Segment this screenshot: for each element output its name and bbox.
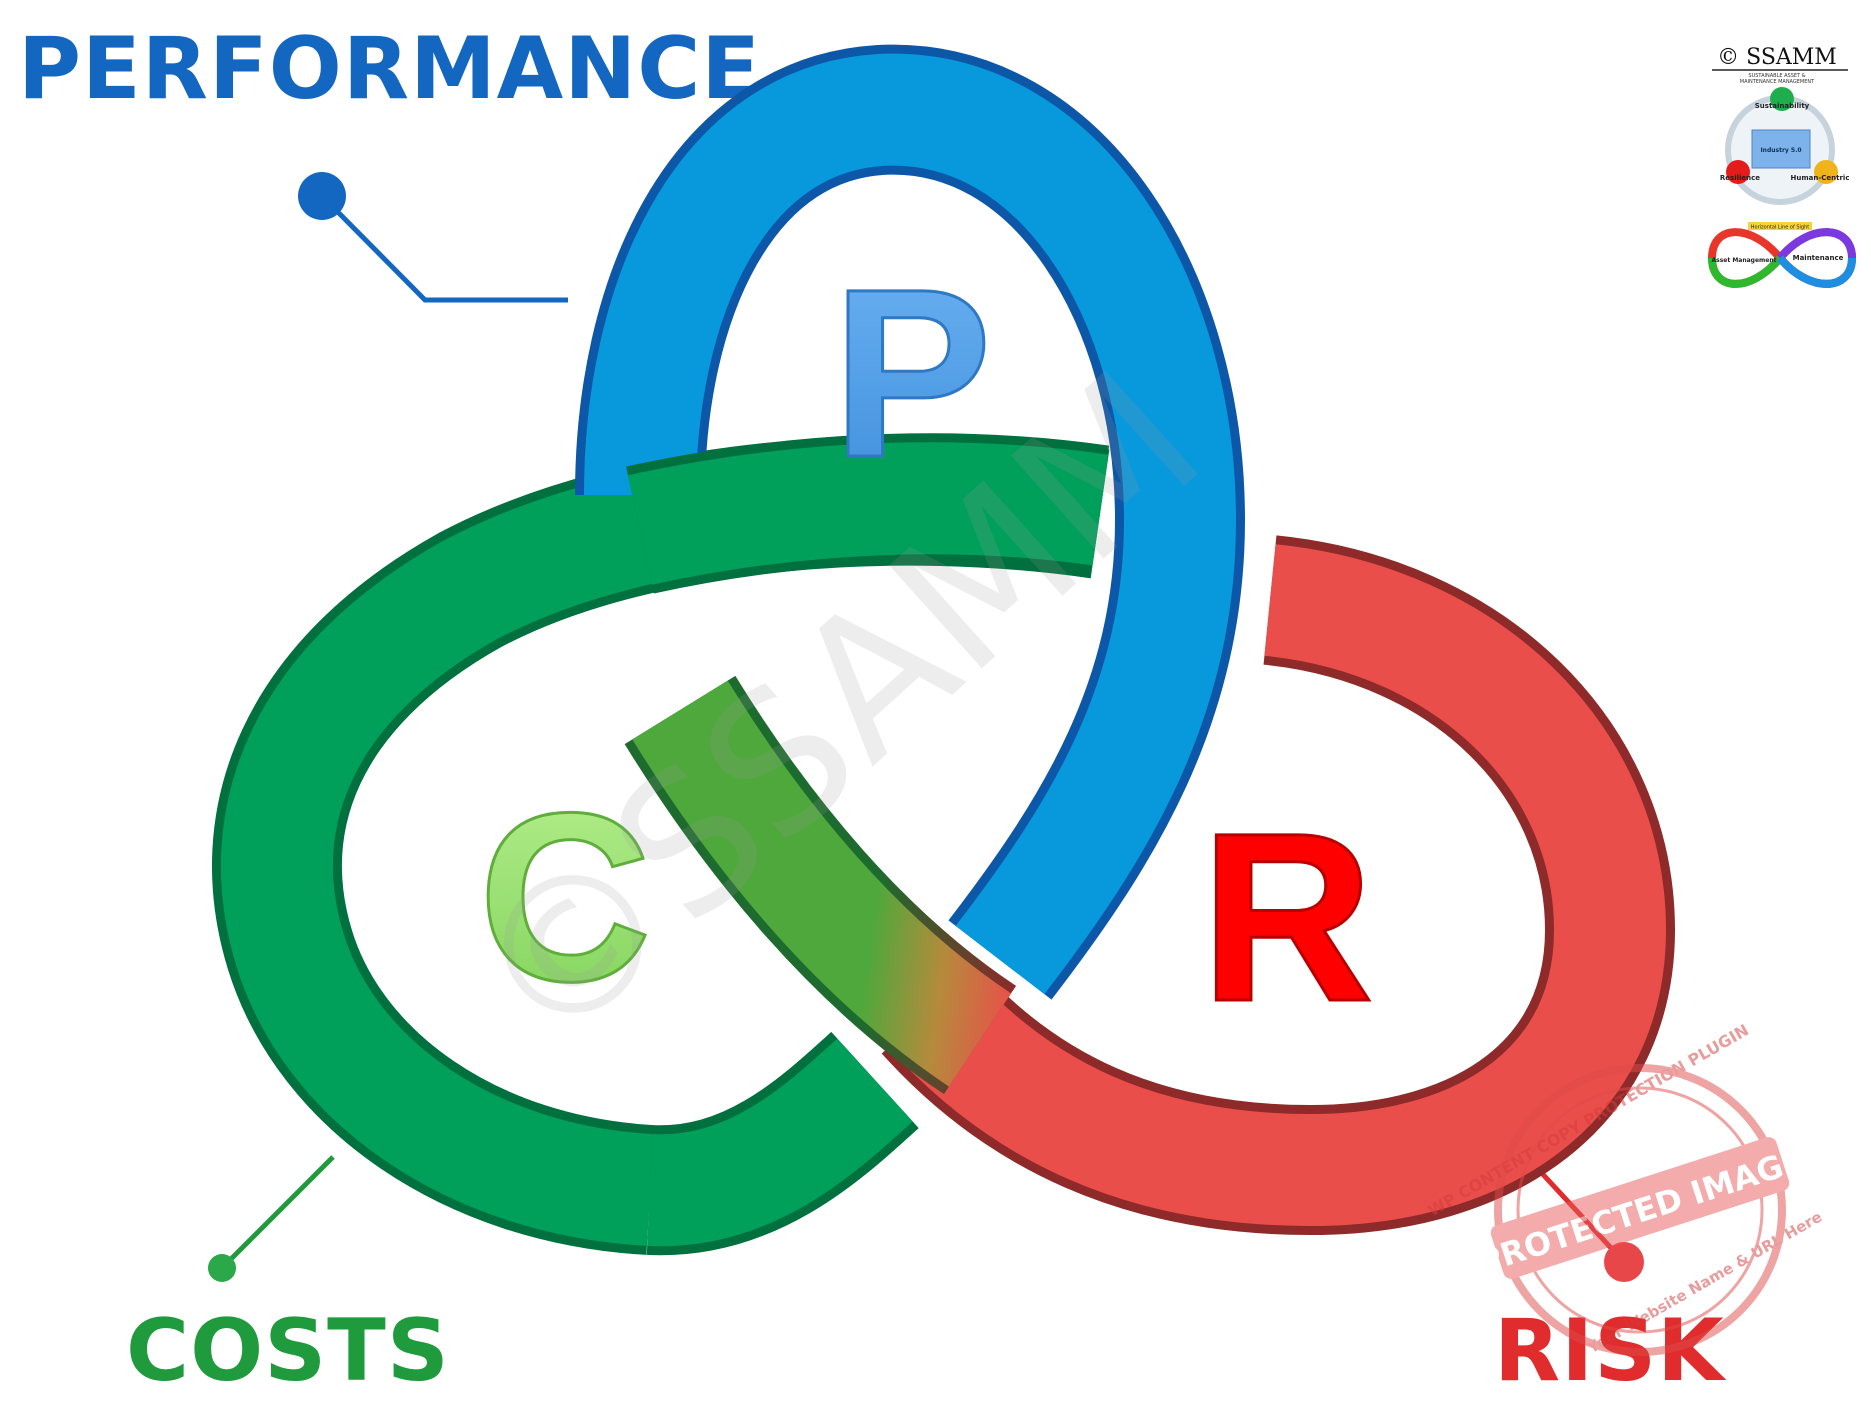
logo-infinity-icon — [1707, 228, 1857, 288]
costs-band-top — [626, 433, 1110, 594]
logo-horizontal: Horizontal Line of Sight — [1751, 225, 1809, 231]
crossing-band — [624, 675, 1017, 1095]
logo-title: © SSAMM — [1717, 45, 1837, 70]
logo-maintenance: Maintenance — [1793, 254, 1844, 262]
performance-connector — [298, 172, 568, 303]
costs-connector — [208, 1155, 335, 1282]
letter-p: P — [832, 239, 992, 507]
costs-label: COSTS — [126, 1301, 450, 1401]
logo-industry: Industry 5.0 — [1760, 147, 1801, 154]
ssamm-logo: © SSAMM SUSTAINABLE ASSET & MAINTENANCE … — [1707, 45, 1857, 288]
logo-tagline2: MAINTENANCE MANAGEMENT — [1740, 79, 1815, 85]
logo-sustainability: Sustainability — [1755, 102, 1810, 110]
letter-r: R — [1200, 783, 1373, 1051]
performance-band — [575, 44, 1246, 1000]
logo-asset-management: Asset Management — [1712, 257, 1777, 264]
letter-c: C — [478, 763, 651, 1031]
performance-label: PERFORMANCE — [18, 19, 762, 119]
logo-tagline1: SUSTAINABLE ASSET & — [1748, 73, 1805, 79]
risk-band — [881, 535, 1676, 1236]
logo-resilience: Resilience — [1720, 174, 1760, 182]
logo-human-centric: Human-Centric — [1791, 174, 1850, 182]
